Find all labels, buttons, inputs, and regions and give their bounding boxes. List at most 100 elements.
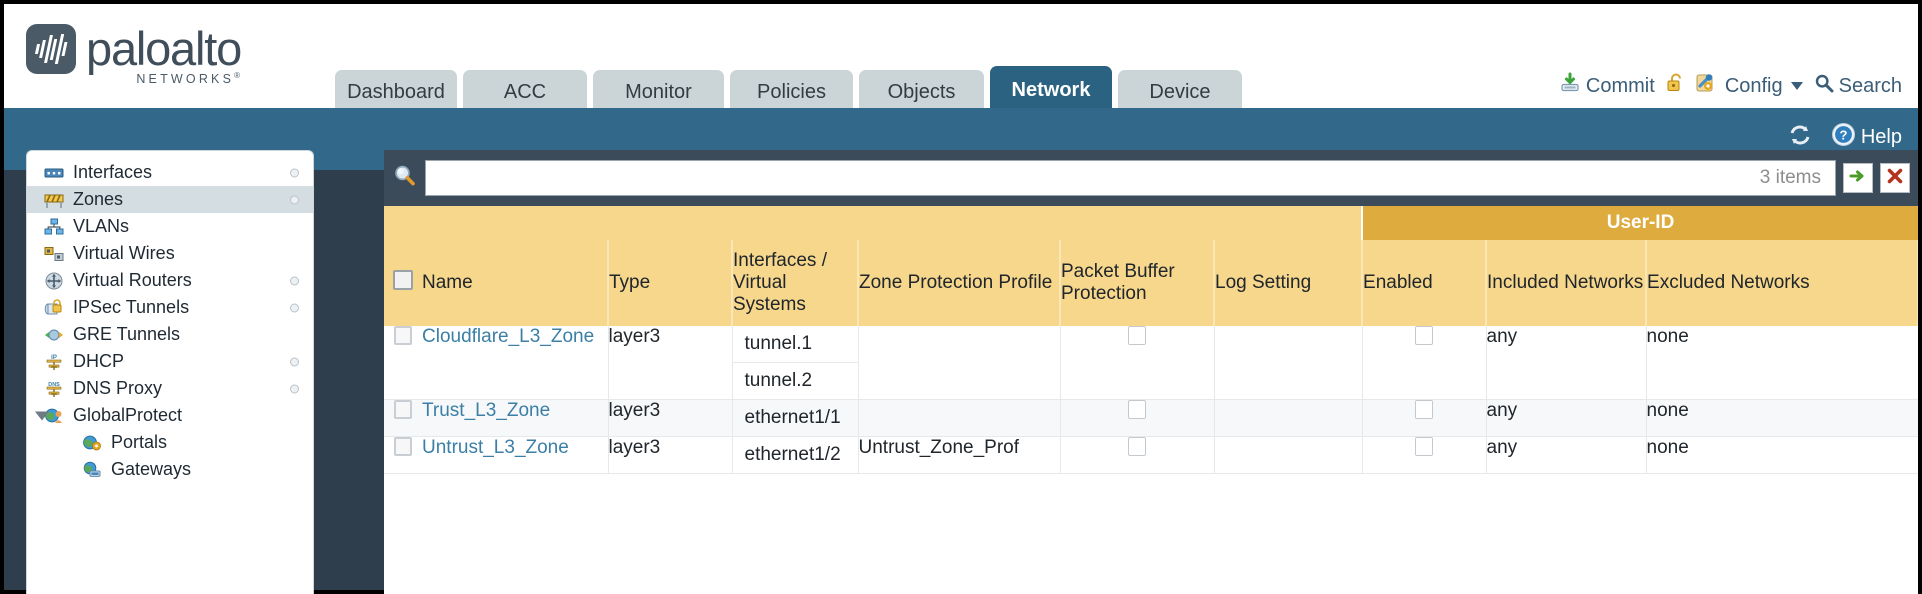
sidebar-item-indicator — [290, 384, 299, 393]
packet-buffer-protection-checkbox[interactable] — [1128, 437, 1146, 456]
config-menu[interactable]: Config — [1696, 72, 1803, 100]
packet-buffer-protection-checkbox[interactable] — [1128, 400, 1146, 419]
sidebar-item-indicator — [290, 195, 299, 204]
sidebar-item-indicator — [290, 168, 299, 177]
search-input[interactable] — [436, 167, 1760, 189]
top-toolbar: Commit — [1559, 72, 1902, 100]
log-setting-cell — [1214, 326, 1363, 400]
commit-button[interactable]: Commit — [1559, 72, 1655, 100]
lock-button[interactable] — [1666, 72, 1685, 100]
tab-policies[interactable]: Policies — [730, 70, 853, 108]
included-networks-cell: any — [1486, 326, 1647, 400]
search-field-wrapper[interactable]: 3 items — [425, 160, 1836, 196]
userid-enabled-checkbox[interactable] — [1415, 437, 1434, 456]
packet-buffer-protection-checkbox[interactable] — [1128, 326, 1146, 345]
column-header-included-networks[interactable]: Included Networks — [1486, 240, 1648, 326]
column-header-name[interactable]: Name — [422, 240, 609, 326]
zone-name-cell: Trust_L3_Zone — [422, 399, 609, 437]
tab-monitor[interactable]: Monitor — [593, 70, 724, 108]
tab-device[interactable]: Device — [1118, 70, 1242, 108]
help-button[interactable]: ? Help — [1831, 122, 1902, 153]
excluded-networks-cell: none — [1646, 436, 1918, 474]
row-select-checkbox[interactable] — [394, 326, 412, 345]
userid-enabled-cell — [1362, 326, 1487, 400]
zone-name-link[interactable]: Untrust_L3_Zone — [422, 437, 569, 458]
column-header-packet-buffer-protection[interactable]: Packet Buffer Protection — [1060, 240, 1215, 326]
sidebar-item-indicator — [290, 303, 299, 312]
brand-logo: paloalto NETWORKS® — [26, 24, 242, 86]
paloalto-bars-logo-icon — [26, 24, 76, 74]
sidebar-item-gateways[interactable]: Gateways — [27, 456, 313, 483]
zone-type-cell: layer3 — [608, 399, 733, 437]
userid-enabled-checkbox[interactable] — [1415, 326, 1434, 345]
packet-buffer-protection-cell — [1060, 326, 1215, 400]
sidebar-item-zones[interactable]: Zones — [27, 186, 313, 213]
column-header-zone-protection-profile[interactable]: Zone Protection Profile — [858, 240, 1061, 326]
interfaces-icon — [43, 163, 65, 183]
packet-buffer-protection-cell — [1060, 399, 1215, 437]
sidebar-item-virtual-routers[interactable]: Virtual Routers — [27, 267, 313, 294]
chevron-down-icon[interactable] — [1790, 82, 1803, 90]
sidebar-item-interfaces[interactable]: Interfaces — [27, 159, 313, 186]
search-label: Search — [1838, 74, 1902, 97]
tab-acc[interactable]: ACC — [463, 70, 587, 108]
zone-protection-profile-cell — [858, 326, 1061, 400]
sidebar-item-label: Gateways — [111, 459, 192, 479]
zone-name-link[interactable]: Cloudflare_L3_Zone — [422, 326, 595, 347]
column-header-excluded-networks[interactable]: Excluded Networks — [1646, 240, 1918, 326]
unlock-padlock-icon — [1666, 72, 1685, 100]
tab-dashboard[interactable]: Dashboard — [335, 70, 457, 108]
sidebar-item-gre-tunnels[interactable]: GRE Tunnels — [27, 321, 313, 348]
zone-protection-profile-cell: Untrust_Zone_Prof — [858, 436, 1061, 474]
sidebar-item-vlans[interactable]: VLANs — [27, 213, 313, 240]
dns-proxy-icon: DNS — [43, 379, 65, 399]
apply-filter-button[interactable] — [1843, 163, 1873, 193]
gateways-icon — [81, 460, 103, 480]
excluded-networks-cell: none — [1646, 326, 1918, 400]
column-header-interfaces-virtual-systems[interactable]: Interfaces / Virtual Systems — [732, 240, 859, 326]
tab-network[interactable]: Network — [990, 66, 1112, 108]
search-button[interactable]: Search — [1814, 73, 1902, 99]
brand-tagline-text: NETWORKS — [136, 72, 235, 87]
sidebar-item-virtual-wires[interactable]: Virtual Wires — [27, 240, 313, 267]
commit-label: Commit — [1585, 74, 1655, 97]
sidebar-item-label: GlobalProtect — [73, 405, 183, 425]
sidebar-item-globalprotect[interactable]: GlobalProtect — [27, 402, 313, 429]
clear-filter-button[interactable] — [1880, 163, 1910, 193]
interface-entry: tunnel.1 — [744, 333, 813, 354]
search-magnifier-icon[interactable] — [392, 163, 418, 194]
chevron-down-icon[interactable] — [35, 411, 49, 420]
refresh-button[interactable] — [1787, 123, 1813, 153]
sidebar-item-ipsec-tunnels[interactable]: IPSec Tunnels — [27, 294, 313, 321]
column-header-enabled[interactable]: Enabled — [1362, 240, 1488, 326]
column-header-type[interactable]: Type — [608, 240, 733, 326]
row-select-checkbox[interactable] — [394, 437, 412, 456]
interface-entry: ethernet1/2 — [744, 444, 841, 465]
column-header-log-setting[interactable]: Log Setting — [1214, 240, 1364, 326]
row-select-checkbox[interactable] — [394, 400, 412, 419]
packet-buffer-protection-cell — [1060, 436, 1215, 474]
select-all-checkbox[interactable] — [393, 270, 413, 290]
virtual-wires-icon — [43, 244, 65, 264]
sidebar-item-label: Interfaces — [73, 162, 153, 182]
interface-entry: ethernet1/1 — [744, 407, 841, 428]
config-wrench-gear-icon — [1696, 72, 1720, 100]
zone-name-link[interactable]: Trust_L3_Zone — [422, 400, 551, 421]
red-x-clear-icon — [1884, 165, 1906, 192]
svg-text:DNS: DNS — [48, 382, 60, 388]
help-question-icon: ? — [1831, 122, 1856, 153]
userid-enabled-checkbox[interactable] — [1415, 400, 1434, 419]
green-arrow-apply-icon — [1847, 165, 1869, 192]
sidebar-item-portals[interactable]: Portals — [27, 429, 313, 456]
tab-objects[interactable]: Objects — [859, 70, 984, 108]
